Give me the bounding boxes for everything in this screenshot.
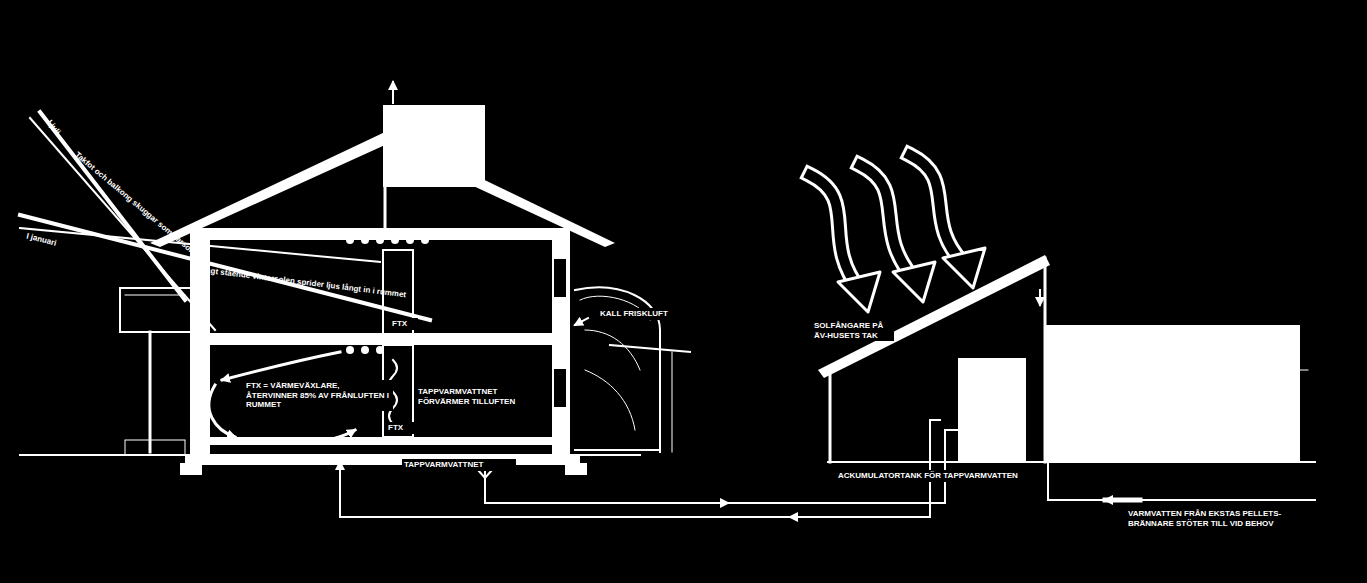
tank-label: ACKUMULATORTANK FÖR TAPPVARMVATTEN: [836, 470, 1030, 482]
collector-label: SOLFÅNGARE PÅ ÄV-HUSETS TAK: [812, 320, 894, 341]
air-label: KALL FRISKLUFT: [598, 308, 692, 320]
ftx-note: FTX = VÄRMEVÄXLARE, ÅTERVINNER 85% AV FR…: [244, 380, 393, 411]
pipe-label: TAPPVARMVATTNET: [402, 459, 516, 471]
ftx-label: FTX: [390, 318, 418, 330]
season-label: I januari: [23, 230, 59, 250]
ftx-label: FTX: [386, 422, 414, 434]
water-note: TAPPVARMVATTNET FÖRVÄRMER TILLUFTEN: [416, 386, 552, 407]
sun-note: Lågt stående vintersolen sprider ljus lå…: [199, 264, 409, 301]
pellet-note: VARMVATTEN FRÅN EKSTAS PELLETS-BRÄNNARE …: [1126, 508, 1320, 529]
